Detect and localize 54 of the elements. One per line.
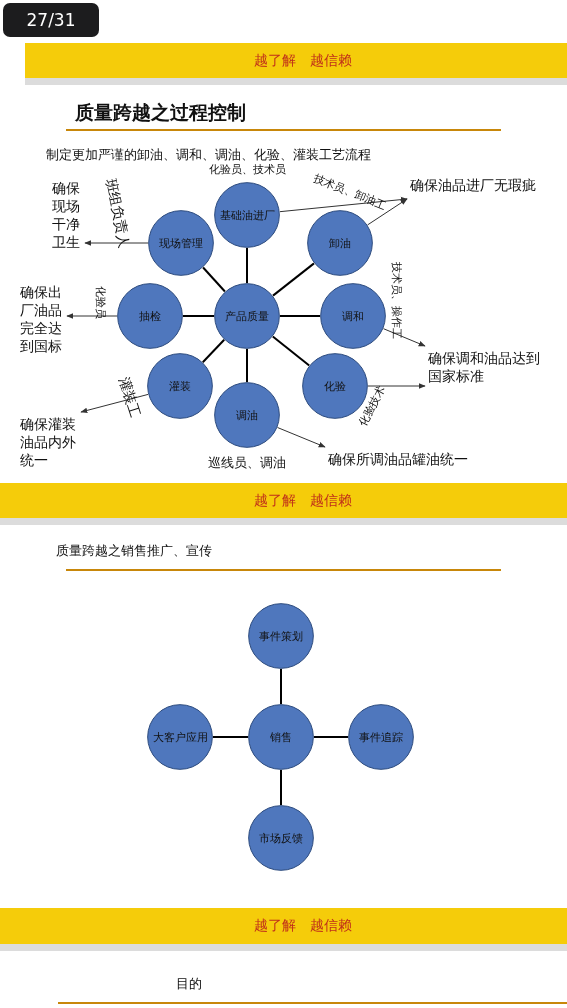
slide-title: 质量跨越之销售推广、宣传: [56, 542, 212, 560]
circle-node: 调和: [320, 283, 386, 349]
edge-label: 技术员、卸油工: [312, 172, 388, 212]
edge-label: 技术员、操作工: [390, 261, 402, 339]
arrow: [279, 196, 408, 213]
connector-line: [212, 736, 249, 738]
arrow: [80, 393, 149, 414]
banner: 越了解 越信赖: [0, 908, 567, 944]
node-label: 化验员、技术员: [208, 163, 286, 175]
circle-node: 产品质量: [214, 283, 280, 349]
connector-line: [201, 338, 226, 364]
banner: 越了解 越信赖: [0, 483, 567, 518]
arrow: [277, 427, 326, 448]
outcome-text: 确保灌装油品内外统一: [20, 415, 78, 469]
outcome-text: 确保出厂油品完全达到国标: [20, 283, 64, 355]
circle-node: 事件追踪: [348, 704, 414, 770]
arrow: [84, 240, 149, 246]
circle-node: 销售: [248, 704, 314, 770]
circle-node: 调油: [214, 382, 280, 448]
connector-line: [280, 769, 282, 806]
connector-line: [272, 262, 315, 297]
outcome-text: 确保调和油品达到国家标准: [428, 349, 546, 385]
connector-line: [246, 247, 248, 284]
connector-line: [182, 315, 215, 317]
outcome-text: 确保油品进厂无瑕疵: [410, 176, 550, 194]
arrow: [367, 383, 426, 389]
page-counter: 27/31: [3, 3, 99, 37]
connector-line: [279, 315, 321, 317]
connector-line: [246, 348, 248, 383]
arrow: [66, 313, 118, 319]
edge-label: 化验员: [94, 285, 106, 319]
circle-node: 卸油: [307, 210, 373, 276]
circle-node: 事件策划: [248, 603, 314, 669]
circle-node: 大客户应用: [147, 704, 213, 770]
edge-label: 班组负责人: [103, 177, 133, 249]
circle-node: 抽检: [117, 283, 183, 349]
connector-line: [280, 668, 282, 705]
connector-line: [271, 335, 311, 367]
subtitle-text: 制定更加严谨的卸油、调和、调油、化验、灌装工艺流程: [46, 146, 371, 164]
outcome-text: 确保现场干净卫生: [52, 179, 82, 251]
slide-title: 质量跨越之过程控制: [75, 100, 246, 125]
circle-node: 市场反馈: [248, 805, 314, 871]
edge-label: 灌装工: [116, 374, 144, 420]
banner: 越了解 越信赖: [25, 43, 567, 78]
circle-node: 基础油进厂: [214, 182, 280, 248]
arrow: [383, 328, 426, 347]
outcome-text: 确保所调油品罐油统一: [328, 450, 476, 468]
node-label: 巡线员、调油: [208, 455, 286, 469]
circle-node: 灌装: [147, 353, 213, 419]
arrow: [367, 198, 408, 226]
connector-line: [313, 736, 349, 738]
circle-node: 现场管理: [148, 210, 214, 276]
slide-title: 目的: [176, 975, 202, 993]
connector-line: [202, 266, 226, 293]
